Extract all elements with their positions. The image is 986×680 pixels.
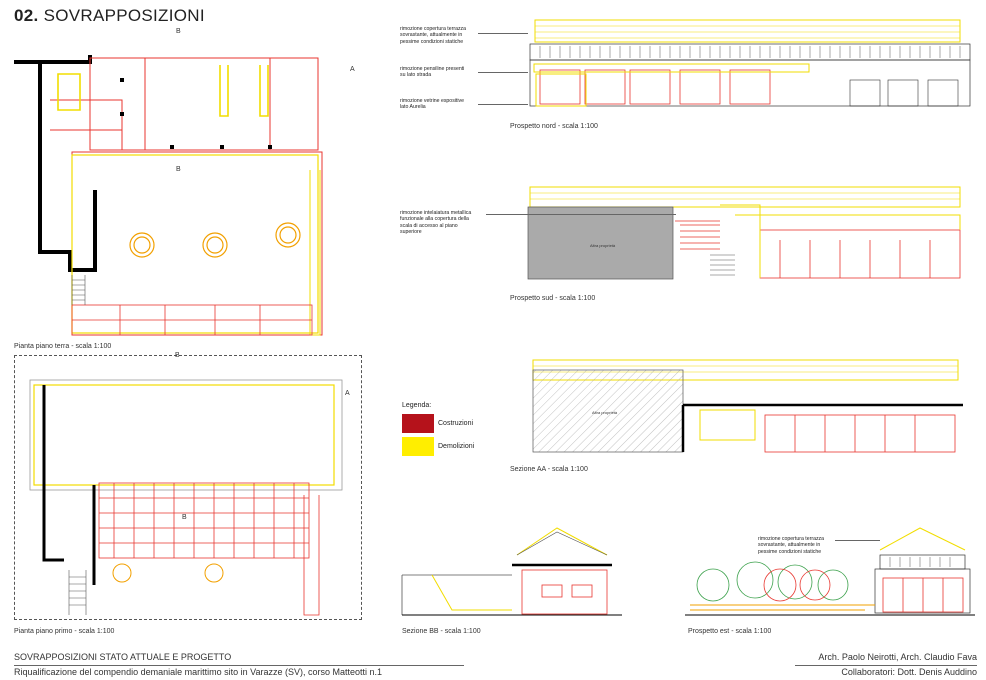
footer-rule-right — [795, 665, 977, 666]
label-altra-proprieta-sud: Altra proprietà — [590, 243, 616, 248]
section-marker-a-first-floor: A — [345, 390, 350, 397]
sheet-number: 02. — [14, 6, 39, 25]
leader-line-nord-1 — [478, 33, 528, 34]
note-nord-3: rimozione vetrine espositive lato Aureli… — [400, 98, 465, 111]
footer-collaborators: Collaboratori: Dott. Denis Auddino — [841, 667, 977, 677]
legend-title: Legenda: — [402, 402, 432, 409]
leader-line-sud — [486, 214, 676, 215]
section-marker-b-first-floor-top: B — [175, 352, 180, 359]
note-nord-2: rimozione pensiline presenti su lato str… — [400, 66, 465, 79]
caption-prospetto-est: Prospetto est - scala 1:100 — [688, 628, 772, 635]
legend-label-demolizioni: Demolizioni — [438, 443, 475, 450]
leader-line-nord-2 — [478, 72, 528, 73]
footer-rule-left — [14, 665, 464, 666]
section-marker-b-bottom: B — [176, 166, 181, 173]
leader-line-est — [835, 540, 880, 541]
first-floor-plan-drawing — [29, 379, 343, 616]
caption-sezione-aa: Sezione AA - scala 1:100 — [510, 466, 588, 473]
section-bb-drawing — [401, 527, 622, 616]
caption-pianta-terra: Pianta piano terra - scala 1:100 — [14, 343, 112, 350]
footer-title: SOVRAPPOSIZIONI STATO ATTUALE E PROGETTO — [14, 652, 232, 662]
label-altra-proprieta-aa: Altra proprietà — [592, 410, 618, 415]
legend-swatch-costruzioni — [402, 414, 434, 433]
first-floor-dashed-frame — [14, 355, 362, 620]
section-marker-b-first-floor-mid: B — [182, 514, 187, 521]
footer-subtitle: Riqualificazione del compendio demaniale… — [14, 667, 383, 677]
page-title: 02. SOVRAPPOSIZIONI — [14, 6, 205, 26]
south-elevation-drawing — [527, 186, 961, 280]
caption-pianta-primo: Pianta piano primo - scala 1:100 — [14, 628, 115, 635]
caption-prospetto-sud: Prospetto sud - scala 1:100 — [510, 295, 596, 302]
leader-line-nord-3 — [478, 104, 528, 105]
east-elevation-drawing — [685, 527, 975, 616]
legend-swatch-demolizioni — [402, 437, 434, 456]
note-est-1: rimozione copertura terrazza sovrastante… — [758, 536, 825, 555]
caption-prospetto-nord: Prospetto nord - scala 1:100 — [510, 123, 598, 130]
section-marker-b-top: B — [176, 28, 181, 35]
ground-floor-plan-drawing — [14, 55, 323, 336]
note-nord-1: rimozione copertura terrazza sovrastante… — [400, 26, 467, 45]
footer-architects: Arch. Paolo Neirotti, Arch. Claudio Fava — [818, 652, 977, 662]
north-elevation-drawing — [529, 19, 971, 107]
section-marker-a: A — [350, 66, 355, 73]
legend-label-costruzioni: Costruzioni — [438, 420, 474, 427]
note-sud-1: rimozione intelaiatura metallica funzion… — [400, 210, 472, 235]
caption-sezione-bb: Sezione BB - scala 1:100 — [402, 628, 481, 635]
sheet-title: SOVRAPPOSIZIONI — [43, 6, 205, 25]
section-aa-drawing — [532, 359, 963, 453]
